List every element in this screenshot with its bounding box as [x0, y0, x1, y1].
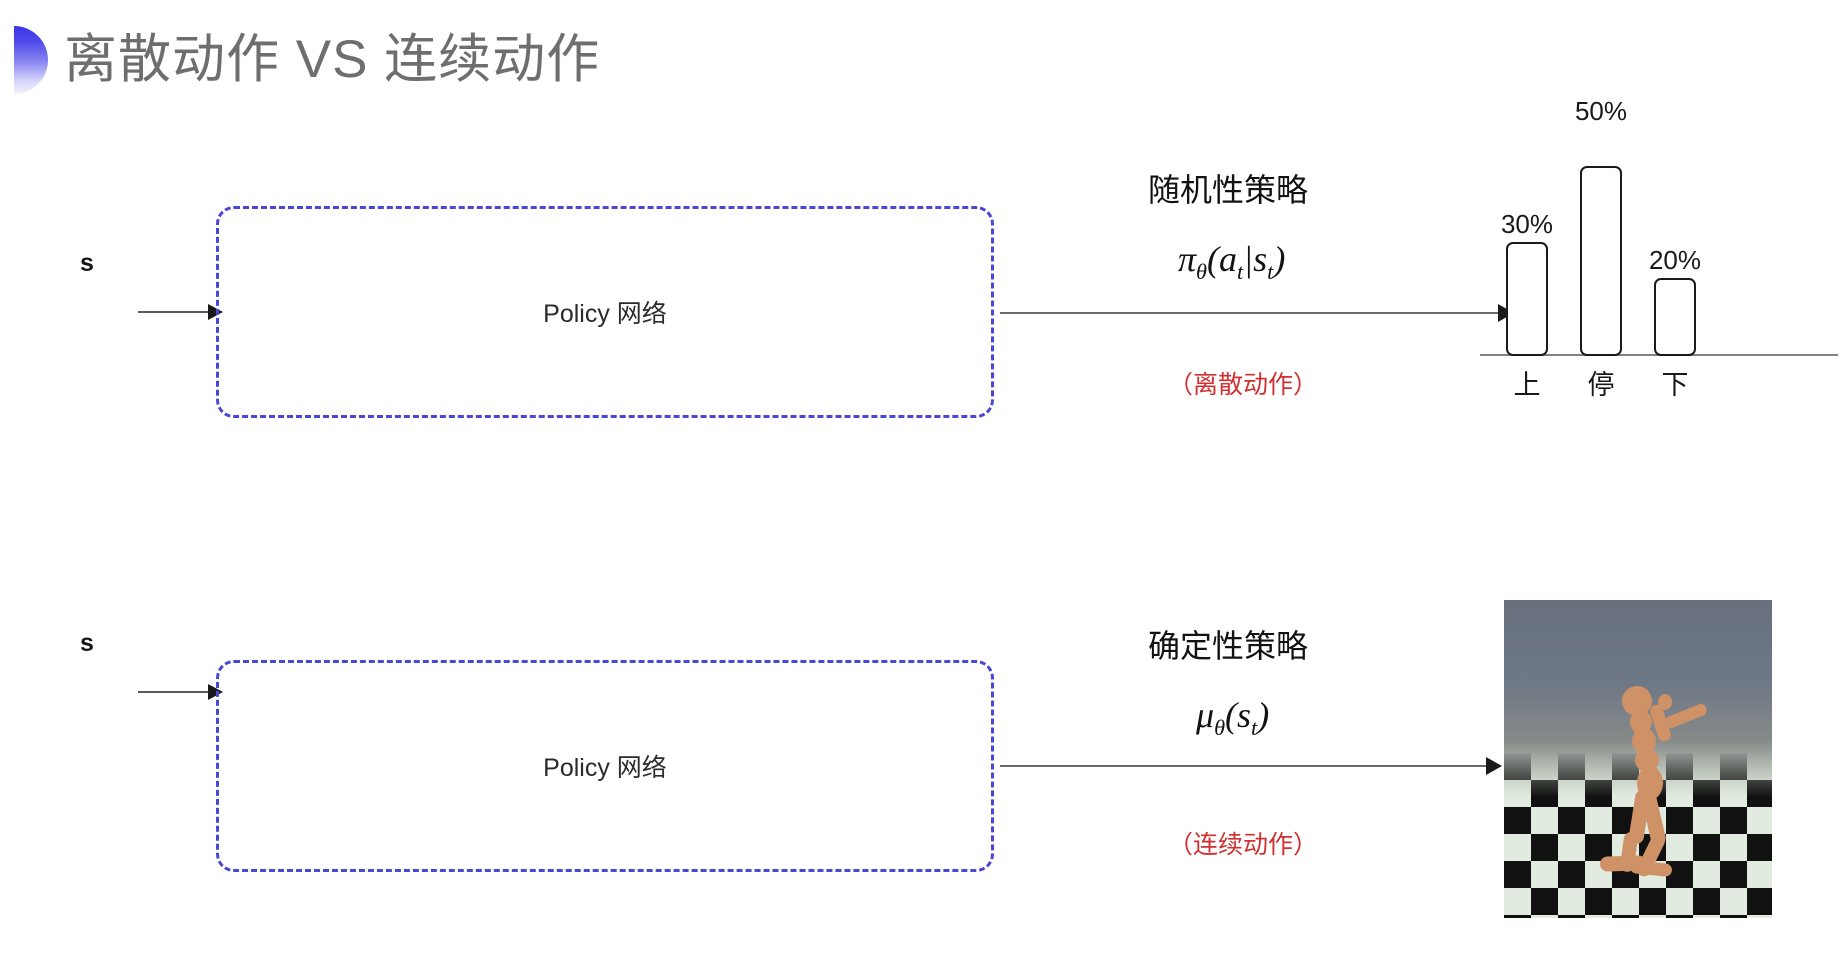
- policy-network-box-discrete[interactable]: Policy 网络: [216, 206, 994, 418]
- policy-formula-stochastic: πθ(at|st): [1178, 238, 1285, 285]
- half-circle-gradient-icon: [14, 26, 48, 94]
- bar-category-2: 下: [1661, 370, 1689, 400]
- bar-value-1: 50%: [1574, 96, 1628, 126]
- policy-network-box-continuous[interactable]: Policy 网络: [216, 660, 994, 872]
- bar-0: [1506, 242, 1548, 356]
- policy-network-label-discrete: Policy 网络: [543, 300, 667, 328]
- formula-theta: θ: [1196, 259, 1208, 285]
- formula-t-action: t: [1237, 259, 1244, 285]
- humanoid-hand: [1658, 694, 1672, 710]
- output-arrow-continuous: [1000, 757, 1502, 775]
- bar-2: [1654, 278, 1696, 356]
- input-arrow-continuous: [138, 684, 223, 700]
- formula-open-state: (s: [1225, 695, 1252, 735]
- bar-category-1: 停: [1587, 370, 1615, 400]
- state-label-discrete: s: [80, 249, 94, 277]
- bar-value-2: 20%: [1648, 245, 1702, 275]
- policy-network-label-continuous: Policy 网络: [543, 754, 667, 782]
- action-note-discrete: （离散动作）: [1168, 371, 1319, 399]
- formula-t-state-2: t: [1251, 715, 1258, 741]
- state-label-continuous: s: [80, 629, 94, 657]
- bar-1: [1580, 166, 1622, 356]
- humanoid-simulation-image: [1504, 600, 1772, 918]
- policy-formula-deterministic: μθ(st): [1196, 694, 1269, 741]
- action-note-continuous: （连续动作）: [1168, 831, 1319, 859]
- page-title: 离散动作 VS 连续动作: [64, 30, 601, 89]
- formula-close: ): [1273, 239, 1286, 279]
- formula-mu: μ: [1196, 695, 1215, 735]
- formula-pi: π: [1178, 239, 1197, 279]
- policy-kind-deterministic: 确定性策略: [1148, 628, 1309, 664]
- formula-open-action: (a: [1207, 239, 1238, 279]
- bar-category-0: 上: [1513, 370, 1541, 400]
- formula-theta-2: θ: [1214, 715, 1226, 741]
- humanoid-back-foot: [1599, 855, 1647, 872]
- discrete-action-bar-chart: 30% 上 50% 停 20% 下: [1480, 96, 1840, 416]
- bar-value-0: 30%: [1500, 209, 1554, 239]
- formula-t-state: t: [1267, 259, 1274, 285]
- output-arrow-discrete: [1000, 304, 1514, 322]
- formula-close-2: ): [1257, 695, 1270, 735]
- formula-given-state: |s: [1243, 239, 1268, 279]
- policy-kind-stochastic: 随机性策略: [1148, 172, 1309, 208]
- input-arrow-discrete: [138, 304, 223, 320]
